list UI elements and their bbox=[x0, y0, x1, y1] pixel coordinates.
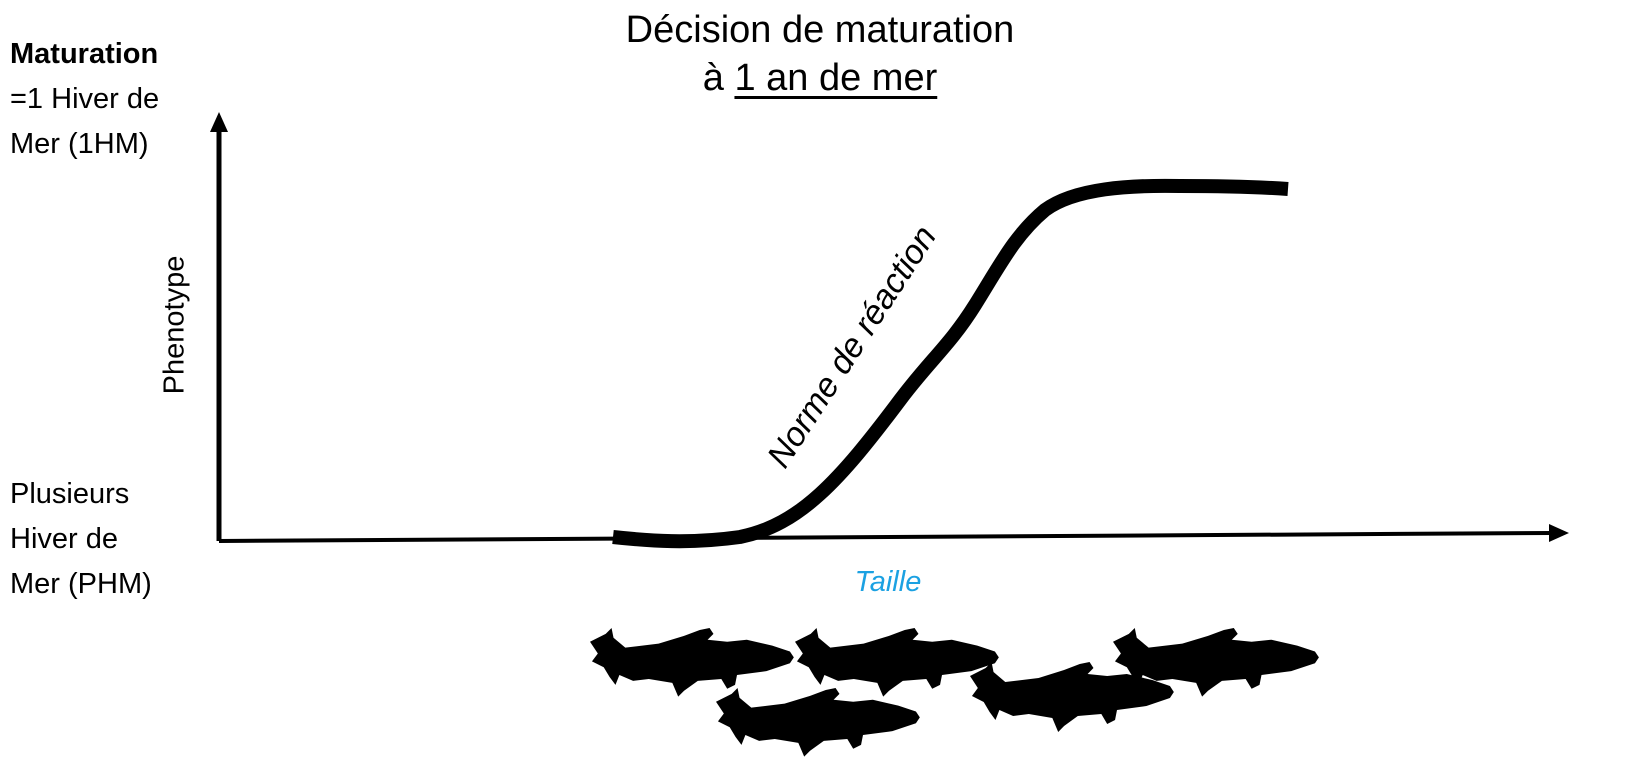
curve-label: Norme de réaction bbox=[760, 219, 944, 474]
x-axis-title: Taille bbox=[854, 566, 922, 598]
reaction-norm-curve bbox=[612, 178, 1289, 549]
fish-icon bbox=[716, 688, 920, 757]
y-top-label-line2: =1 Hiver de bbox=[10, 83, 160, 115]
title-line-2-prefix: à bbox=[702, 57, 735, 99]
x-axis-arrowhead bbox=[1549, 524, 1569, 542]
x-axis-line bbox=[218, 531, 1553, 543]
y-axis-top-label: Maturation =1 Hiver de Mer (1HM) bbox=[10, 32, 159, 167]
diagram-title: Décision de maturation à 1 an de mer bbox=[560, 6, 1080, 102]
y-axis-arrowhead bbox=[210, 112, 228, 132]
title-line-1: Décision de maturation bbox=[625, 9, 1015, 51]
y-top-label-line3: Mer (1HM) bbox=[10, 128, 149, 160]
title-line-2-underlined: 1 an de mer bbox=[734, 57, 938, 99]
fish-group bbox=[590, 628, 1319, 757]
fish-icon bbox=[590, 628, 794, 697]
fish-icon bbox=[795, 628, 999, 697]
y-bottom-label-line1: Plusieurs bbox=[10, 478, 130, 510]
y-bottom-label-line3: Mer (PHM) bbox=[10, 568, 152, 600]
y-top-label-bold: Maturation bbox=[10, 38, 159, 70]
title-line-2: à 1 an de mer bbox=[560, 54, 1080, 102]
y-axis-bottom-label: Plusieurs Hiver de Mer (PHM) bbox=[10, 472, 152, 607]
y-bottom-label-line2: Hiver de bbox=[10, 523, 118, 555]
